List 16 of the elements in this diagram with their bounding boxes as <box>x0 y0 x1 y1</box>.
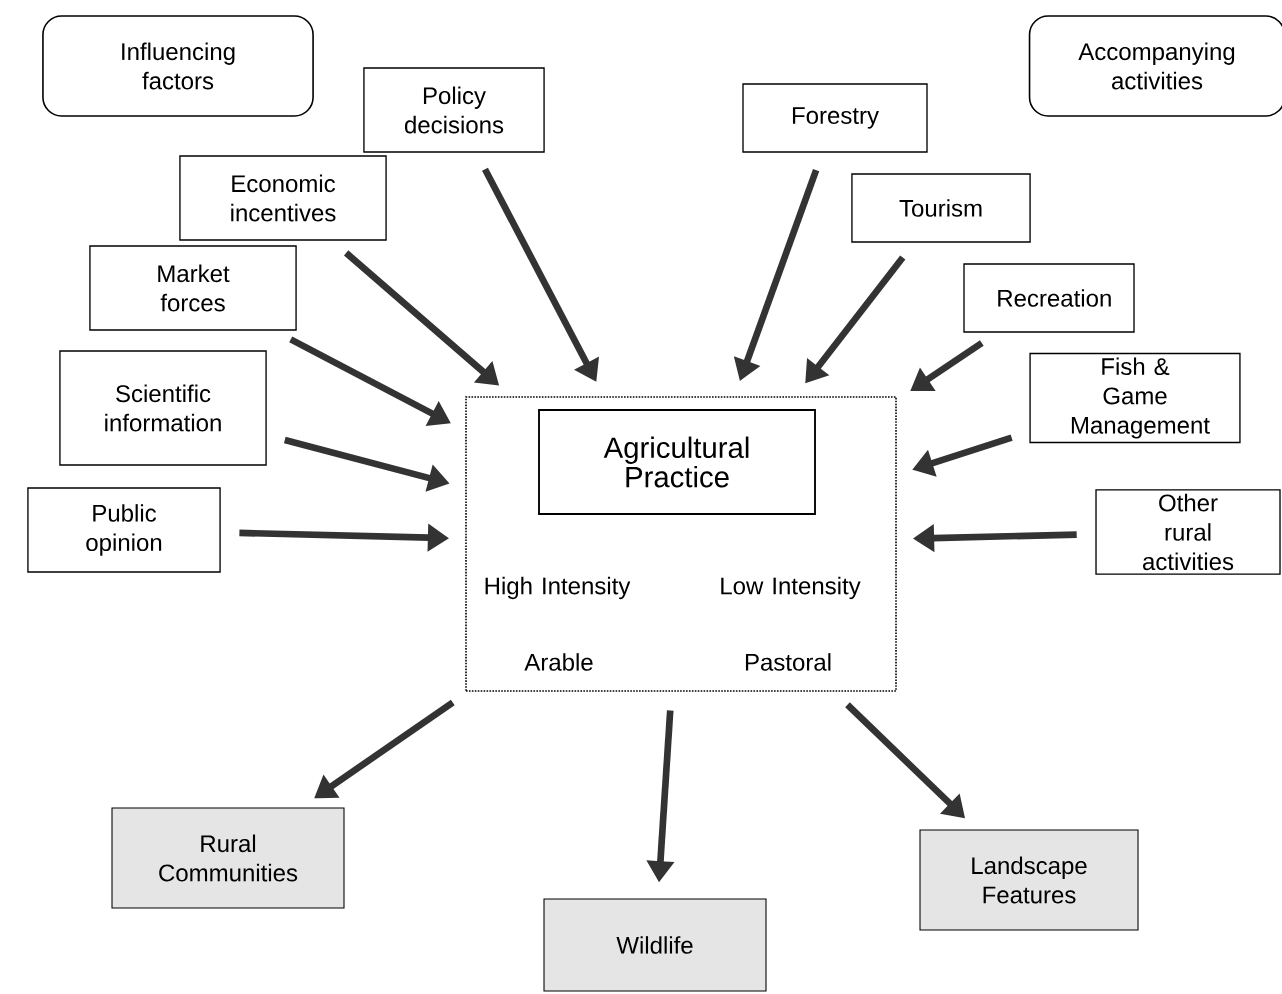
factor-box: Market forces <box>89 245 297 331</box>
factor-box: Tourism <box>851 173 1031 243</box>
outcome-box: Rural Communities <box>111 807 345 909</box>
factor-box: Fish & Game Management <box>1029 352 1241 444</box>
factor-box: Recreation <box>963 263 1135 333</box>
factor-box: Scientific information <box>59 350 267 466</box>
rounded-box: Accompanying activities <box>1028 15 1282 117</box>
rounded-box: Influencing factors <box>42 15 314 117</box>
factor-box: Policy decisions <box>363 67 545 153</box>
title-box: Agricultural Practice <box>538 409 816 515</box>
outcome-box: Landscape Features <box>919 829 1139 931</box>
factor-box: Public opinion <box>27 487 221 573</box>
factor-box: Economic incentives <box>179 155 387 241</box>
outcome-box: Wildlife <box>543 898 767 992</box>
factor-box: Other rural activities <box>1095 489 1281 575</box>
factor-box: Forestry <box>742 83 928 153</box>
